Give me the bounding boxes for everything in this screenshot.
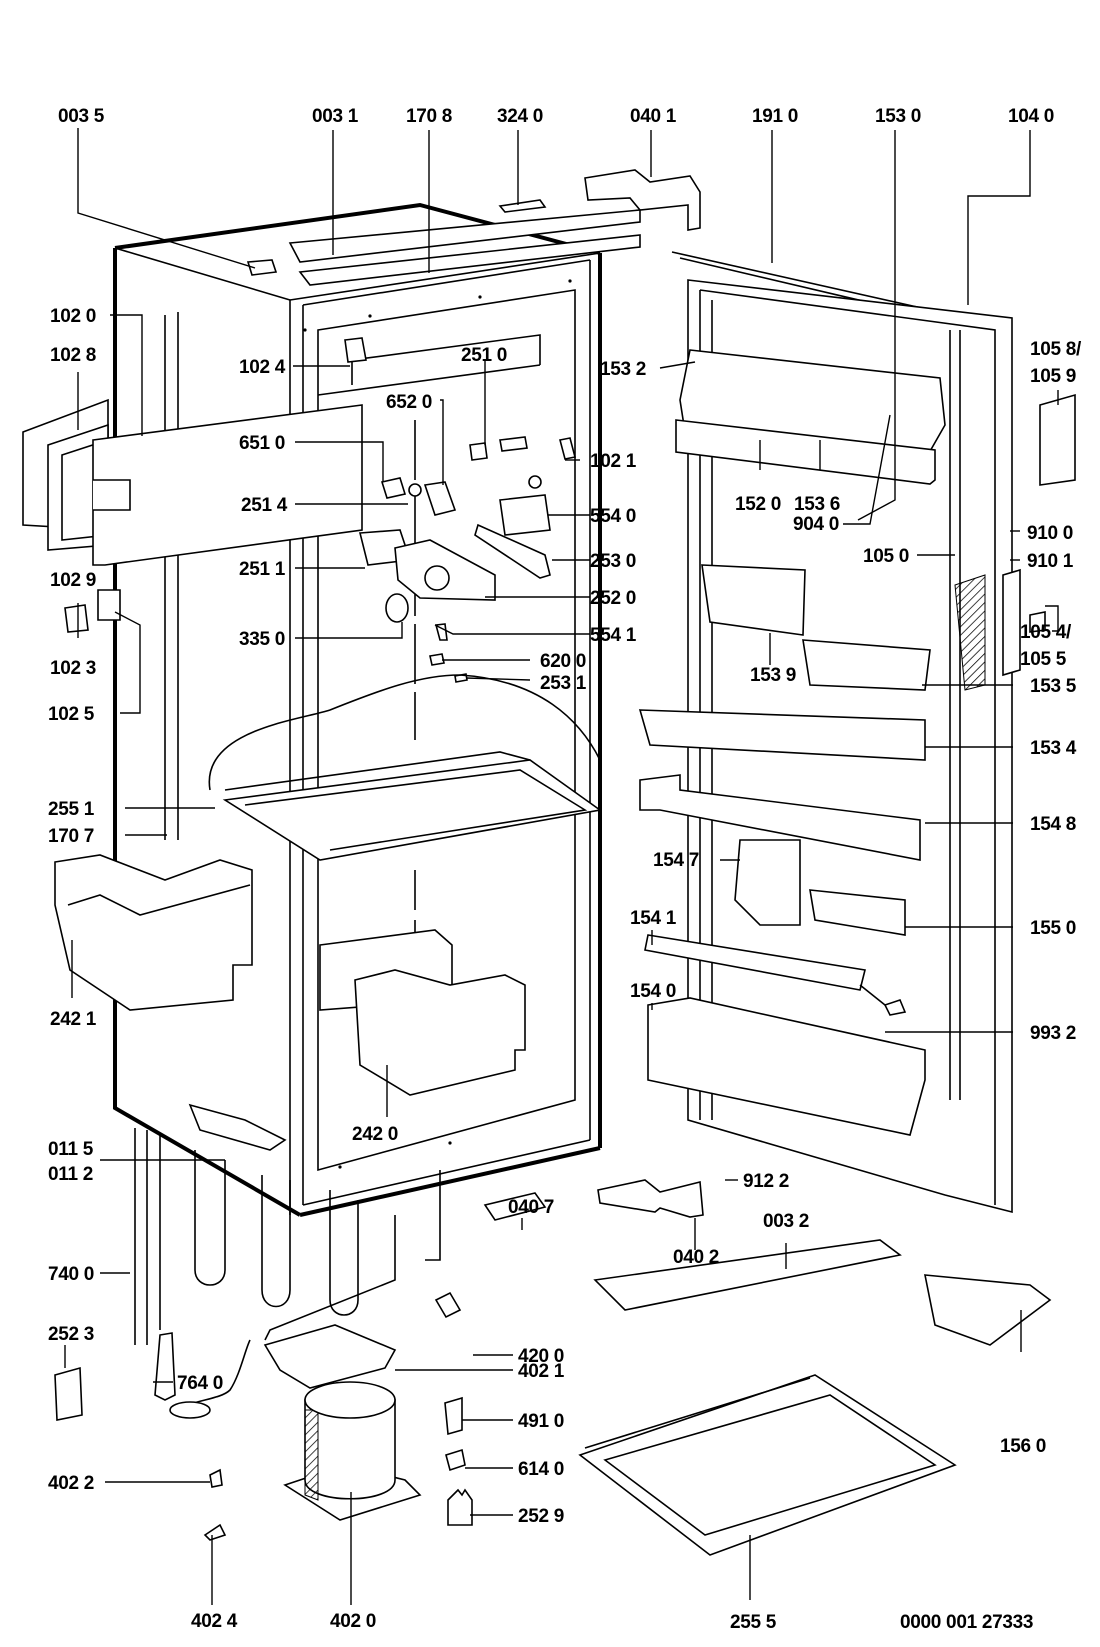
part-label: 910 1 (1027, 551, 1074, 572)
part-label: 251 1 (239, 559, 286, 580)
part-label: 102 8 (50, 345, 96, 366)
part-label: 003 2 (763, 1211, 809, 1232)
part-label-line: 105 9 (1030, 366, 1076, 387)
part-label: 324 0 (497, 106, 543, 127)
part-label: 011 5 (48, 1139, 94, 1160)
part-label: 003 1 (312, 106, 359, 127)
part-label: 102 3 (50, 658, 96, 679)
part-label: 335 0 (239, 629, 285, 650)
document-code: 0000 001 27333 (900, 1612, 1033, 1633)
bottom-section (54, 1103, 441, 1541)
part-label: 153 5 (1030, 676, 1077, 697)
part-label: 764 0 (177, 1373, 223, 1394)
part-label: 252 0 (590, 588, 636, 609)
part-label: 910 0 (1027, 523, 1073, 544)
part-label-multiline: 105 8/105 9 (1030, 339, 1082, 387)
part-label: 402 2 (48, 1473, 94, 1494)
part-label: 904 0 (793, 514, 839, 535)
part-label: 154 7 (653, 850, 699, 871)
glass-shelf-upper (208, 674, 603, 861)
part-label: 102 5 (48, 704, 95, 725)
part-label: 491 0 (518, 1411, 564, 1432)
part-label: 040 2 (673, 1247, 719, 1268)
part-label: 154 0 (630, 981, 676, 1002)
part-label: 102 1 (590, 451, 637, 472)
part-label: 003 5 (58, 106, 105, 127)
part-label: 614 0 (518, 1459, 564, 1480)
top-cover-parts (246, 199, 641, 286)
part-label: 170 8 (406, 106, 452, 127)
leader-lines (64, 128, 1059, 1605)
part-label: 912 2 (743, 1171, 789, 1192)
part-label: 253 1 (540, 673, 587, 694)
part-label: 170 7 (48, 826, 94, 847)
part-label: 620 0 (540, 651, 586, 672)
part-label: 153 4 (1030, 738, 1077, 759)
part-label: 040 1 (630, 106, 677, 127)
part-label: 554 0 (590, 506, 636, 527)
part-label: 156 0 (1000, 1436, 1046, 1457)
control-components (344, 337, 576, 683)
part-label: 040 7 (508, 1197, 554, 1218)
part-label: 155 0 (1030, 918, 1076, 939)
part-label: 252 9 (518, 1506, 564, 1527)
part-label: 102 9 (50, 570, 96, 591)
part-label: 104 0 (1008, 106, 1054, 127)
part-label: 993 2 (1030, 1023, 1076, 1044)
glass-shelf-lower (578, 1374, 957, 1556)
part-label-line: 105 5 (1020, 649, 1067, 670)
upper-hinge (584, 169, 701, 231)
part-label: 651 0 (239, 433, 285, 454)
part-label: 402 4 (191, 1611, 238, 1632)
part-label: 242 1 (50, 1009, 97, 1030)
part-label: 153 0 (875, 106, 921, 127)
part-label: 154 8 (1030, 814, 1076, 835)
part-label: 255 1 (48, 799, 95, 820)
part-label: 152 0 (735, 494, 781, 515)
part-label: 420 0 (518, 1346, 564, 1367)
part-label: 251 0 (461, 345, 507, 366)
part-label: 253 0 (590, 551, 636, 572)
part-label: 154 1 (630, 908, 677, 929)
part-label: 402 0 (330, 1611, 376, 1632)
part-label: 102 0 (50, 306, 96, 327)
electrical-parts (434, 1192, 547, 1526)
part-label: 011 2 (48, 1164, 93, 1185)
part-label: 191 0 (752, 106, 798, 127)
vegetable-crispers (54, 854, 526, 1096)
part-label: 153 2 (600, 359, 646, 380)
part-label: 102 4 (239, 357, 286, 378)
part-label: 740 0 (48, 1264, 94, 1285)
part-labels: 003 5 003 1 170 8 324 0 040 1 191 0 153 … (48, 106, 1082, 1633)
part-label: 402 1 (518, 1361, 565, 1382)
part-label-multiline: 105 4/105 5 (1020, 622, 1072, 670)
door-parts (638, 349, 1076, 1136)
lower-hinge-and-trim (593, 1179, 1052, 1346)
part-label-line: 105 8/ (1030, 339, 1082, 360)
part-label: 252 3 (48, 1324, 94, 1345)
part-label-line: 105 4/ (1020, 622, 1072, 643)
part-label: 153 6 (794, 494, 840, 515)
part-label: 153 9 (750, 665, 796, 686)
part-label: 255 5 (730, 1612, 777, 1633)
compressor (263, 1324, 422, 1521)
part-label: 251 4 (241, 495, 288, 516)
part-label: 105 0 (863, 546, 909, 567)
freezer-compartment (22, 398, 363, 633)
part-label: 554 1 (590, 625, 637, 646)
part-label: 242 0 (352, 1124, 398, 1145)
part-label: 652 0 (386, 392, 432, 413)
